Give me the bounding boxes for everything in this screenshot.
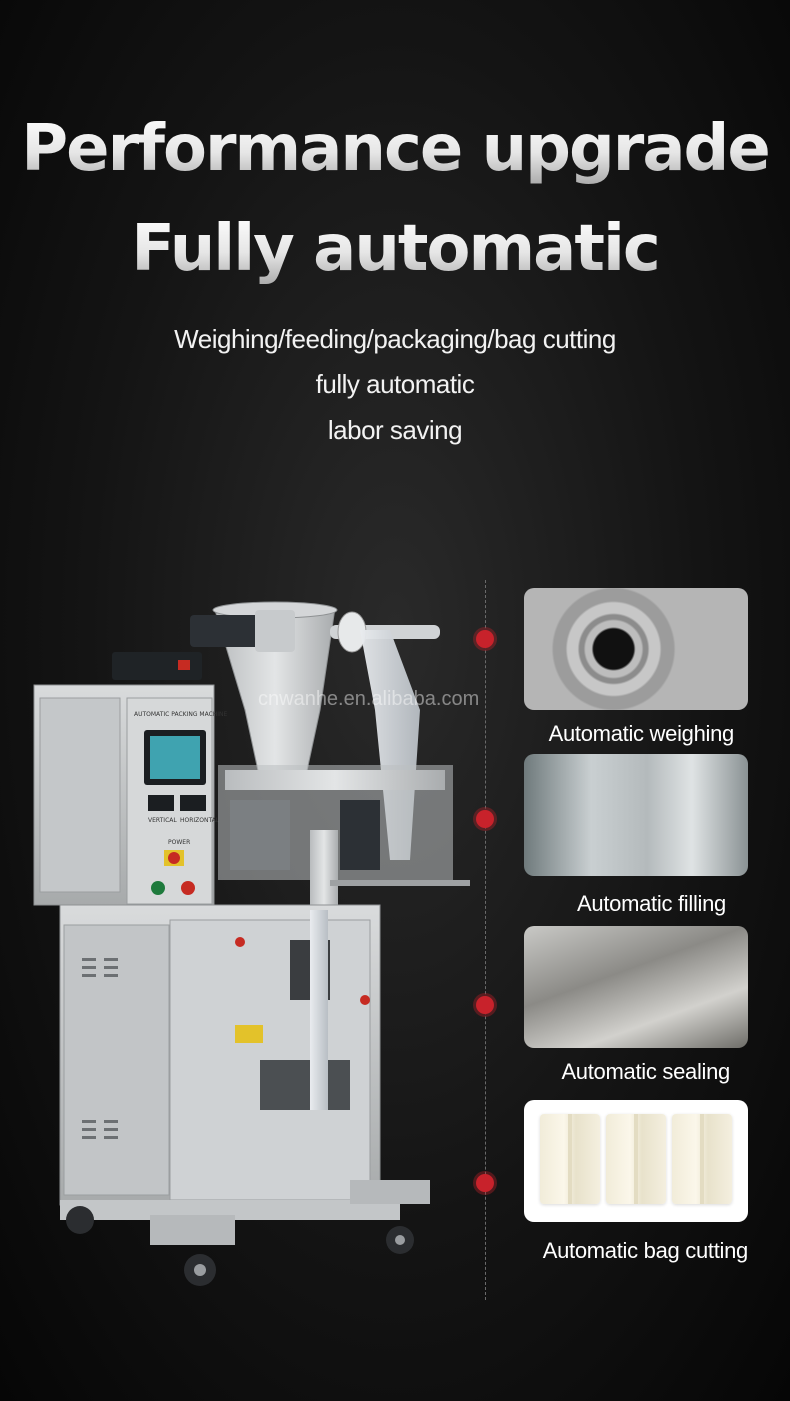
feature-marker-dot [476, 1174, 494, 1192]
feature-caption-filling: Automatic filling [577, 891, 726, 916]
horizontal-label: HORIZONTAL [180, 817, 220, 824]
power-label: POWER [168, 839, 190, 846]
packing-machine-illustration: AUTOMATIC PACKING MACHINE VERTICAL HORIZ… [33, 601, 470, 1286]
bag-cutting-photo [524, 1100, 748, 1222]
sealing-photo [524, 926, 748, 1048]
weighing-photo [524, 588, 748, 710]
sachet-image [540, 1114, 600, 1204]
panel-label: AUTOMATIC PACKING MACHINE [134, 711, 228, 718]
sachet-image [606, 1114, 666, 1204]
connector-line [485, 580, 486, 1300]
subheading-1: Weighing/feeding/packaging/bag cutting [174, 324, 616, 354]
subheading-3: labor saving [327, 415, 463, 445]
feature-marker-dot [476, 810, 494, 828]
feature-marker-dot [476, 996, 494, 1014]
feature-caption-weighing: Automatic weighing [548, 721, 735, 746]
watermark: cnwanhe.en.alibaba.com [258, 688, 480, 710]
feature-caption-bag-cutting: Automatic bag cutting [542, 1238, 749, 1263]
sachet-image [672, 1114, 732, 1204]
subheading-2: fully automatic [315, 369, 475, 399]
feature-marker-dot [476, 630, 494, 648]
headline-line-2: Fully automatic [0, 212, 790, 286]
feature-caption-sealing: Automatic sealing [561, 1059, 730, 1084]
vertical-label: VERTICAL [148, 817, 177, 824]
headline-line-1: Performance upgrade [0, 112, 790, 186]
filling-photo [524, 754, 748, 876]
